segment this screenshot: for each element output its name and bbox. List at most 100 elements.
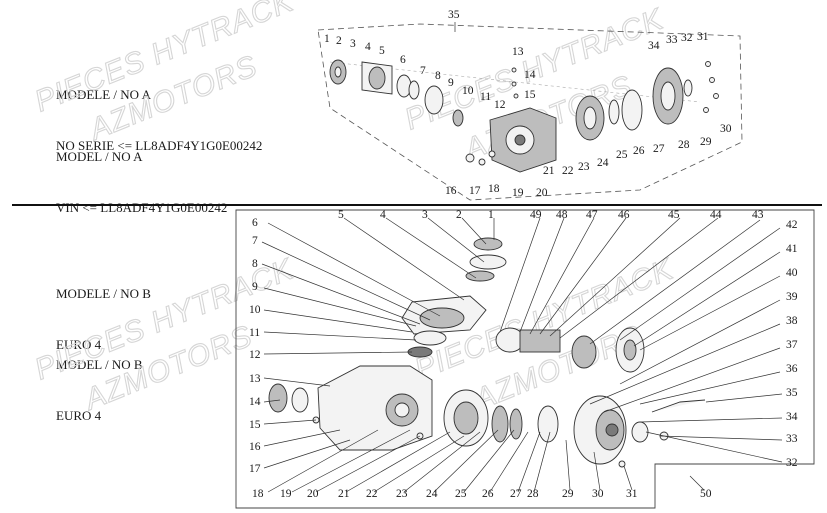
assembly-35-label: 35 [448, 9, 460, 21]
model-a-label-en: MODEL / NO A VIN <= LL8ADF4Y1G0E00242 [56, 114, 227, 250]
part-b-25: 25 [455, 488, 467, 500]
part-b-24: 24 [426, 488, 438, 500]
section-b-frame [235, 209, 815, 509]
part-a-24: 24 [597, 157, 609, 169]
part-b-39: 39 [786, 291, 798, 303]
part-a-4: 4 [365, 41, 371, 53]
part-b-11: 11 [249, 327, 260, 339]
part-b-7: 7 [252, 235, 258, 247]
part-b-45: 45 [668, 209, 680, 221]
part-a-2: 2 [336, 35, 342, 47]
part-b-14: 14 [249, 396, 261, 408]
part-b-37: 37 [786, 339, 798, 351]
part-b-48: 48 [556, 209, 568, 221]
part-b-43: 43 [752, 209, 764, 221]
part-a-27: 27 [653, 143, 665, 155]
part-a-5: 5 [379, 45, 385, 57]
part-a-21: 21 [543, 165, 555, 177]
part-a-13: 13 [512, 46, 524, 58]
model-b-label-fr: MODELE / NO B EURO 4 [56, 251, 151, 387]
part-b-17: 17 [249, 463, 261, 475]
part-a-25: 25 [616, 149, 628, 161]
part-a-9: 9 [448, 77, 454, 89]
part-a-34: 34 [648, 40, 660, 52]
part-b-28: 28 [527, 488, 539, 500]
part-b-3: 3 [422, 209, 428, 221]
part-a-28: 28 [678, 139, 690, 151]
section-b-numbers: 1 2 3 4 5 6 7 8 9 10 11 12 13 14 15 16 1… [249, 209, 798, 500]
part-a-8: 8 [435, 70, 441, 82]
model-a-line-3: MODEL / NO A [56, 149, 143, 164]
model-b-line-2: EURO 4 [56, 337, 102, 352]
part-b-21: 21 [338, 488, 350, 500]
part-a-11: 11 [480, 91, 491, 103]
part-b-30: 30 [592, 488, 604, 500]
section-b-diagram: 1 2 3 4 5 6 7 8 9 10 11 12 13 14 15 16 1… [235, 209, 815, 509]
part-a-1: 1 [324, 33, 330, 45]
section-a-diagram: 35 [317, 9, 743, 201]
part-b-46: 46 [618, 209, 630, 221]
section-a-numbers: 1 2 3 4 5 6 7 8 9 10 11 12 13 14 15 16 1… [324, 31, 732, 199]
part-b-2: 2 [456, 209, 462, 221]
part-b-22: 22 [366, 488, 378, 500]
part-b-9: 9 [252, 281, 258, 293]
model-b-line-4: EURO 4 [56, 408, 102, 423]
part-b-15: 15 [249, 419, 261, 431]
part-a-31: 31 [697, 31, 709, 43]
model-b-label-en: MODEL / NO B EURO 4 [56, 322, 143, 458]
part-b-26: 26 [482, 488, 494, 500]
part-b-33: 33 [786, 433, 798, 445]
part-a-22: 22 [562, 165, 574, 177]
part-a-14: 14 [524, 69, 536, 81]
housing-shape [317, 365, 433, 451]
part-a-15: 15 [524, 89, 536, 101]
part-b-31: 31 [626, 488, 638, 500]
part-a-10: 10 [462, 85, 474, 97]
part-b-18: 18 [252, 488, 264, 500]
part-b-44: 44 [710, 209, 722, 221]
part-b-4: 4 [380, 209, 386, 221]
part-a-30: 30 [720, 123, 732, 135]
part-b-1: 1 [488, 209, 494, 221]
model-a-label-fr: MODELE / NO A NO SERIE <= LL8ADF4Y1G0E00… [56, 52, 262, 188]
part-a-33: 33 [666, 34, 678, 46]
part-a-6: 6 [400, 54, 406, 66]
part-a-26: 26 [633, 145, 645, 157]
part-a-18: 18 [488, 183, 500, 195]
part-a-23: 23 [578, 161, 590, 173]
part-b-35: 35 [786, 387, 798, 399]
part-a-32: 32 [681, 32, 693, 44]
part-b-29: 29 [562, 488, 574, 500]
part-b-8: 8 [252, 258, 258, 270]
part-a-16: 16 [445, 185, 457, 197]
part-b-23: 23 [396, 488, 408, 500]
part-a-12: 12 [494, 99, 506, 111]
part-b-32: 32 [786, 457, 798, 469]
part-b-47: 47 [586, 209, 598, 221]
part-a-20: 20 [536, 187, 548, 199]
part-b-50: 50 [700, 488, 712, 500]
part-b-10: 10 [249, 304, 261, 316]
part-a-17: 17 [469, 185, 481, 197]
part-a-3: 3 [350, 38, 356, 50]
part-b-13: 13 [249, 373, 261, 385]
part-b-6: 6 [252, 217, 258, 229]
part-b-34: 34 [786, 411, 798, 423]
part-b-40: 40 [786, 267, 798, 279]
model-a-line-4: VIN <= LL8ADF4Y1G0E00242 [56, 200, 228, 215]
model-b-line-1: MODELE / NO B [56, 286, 151, 301]
part-b-49: 49 [530, 209, 542, 221]
part-b-19: 19 [280, 488, 292, 500]
part-b-42: 42 [786, 219, 798, 231]
part-b-12: 12 [249, 349, 261, 361]
part-b-41: 41 [786, 243, 798, 255]
assembly-35-outline [317, 23, 743, 201]
model-a-line-2: NO SERIE <= LL8ADF4Y1G0E00242 [56, 138, 263, 153]
part-b-20: 20 [307, 488, 319, 500]
part-b-5: 5 [338, 209, 344, 221]
part-a-19: 19 [512, 187, 524, 199]
part-b-16: 16 [249, 441, 261, 453]
part-b-38: 38 [786, 315, 798, 327]
